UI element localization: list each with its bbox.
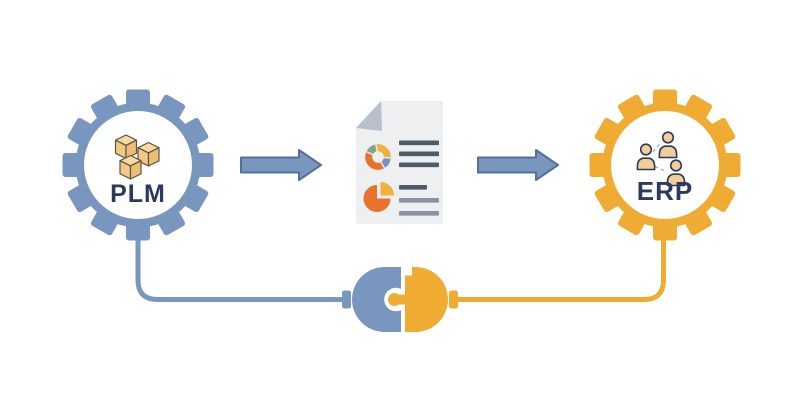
plug-connector-icon [342,266,458,332]
erp-cable [458,232,666,302]
blue-plug-stub [342,290,351,309]
erp-gear-icon [589,89,741,241]
blue-plug-icon [352,267,401,332]
document-page [356,101,443,224]
arrow-report-to-erp-icon [477,149,559,181]
plm-label: PLM [110,180,166,208]
arrow-plm-to-report-icon [240,149,322,181]
people-network-icon [636,131,686,187]
pie-chart-icon [363,182,394,212]
plug-notch [404,266,412,276]
plug-knob-stem [396,294,407,305]
document-folded-corner [356,101,382,131]
document-text-lines [399,140,439,216]
plug-knob [388,293,401,306]
orange-plug-stub [449,290,458,309]
donut-chart-icon [363,142,393,172]
report-document-icon [356,101,443,224]
erp-label: ERP [636,176,694,206]
plm-cable [135,232,342,302]
orange-plug-icon [405,267,448,332]
